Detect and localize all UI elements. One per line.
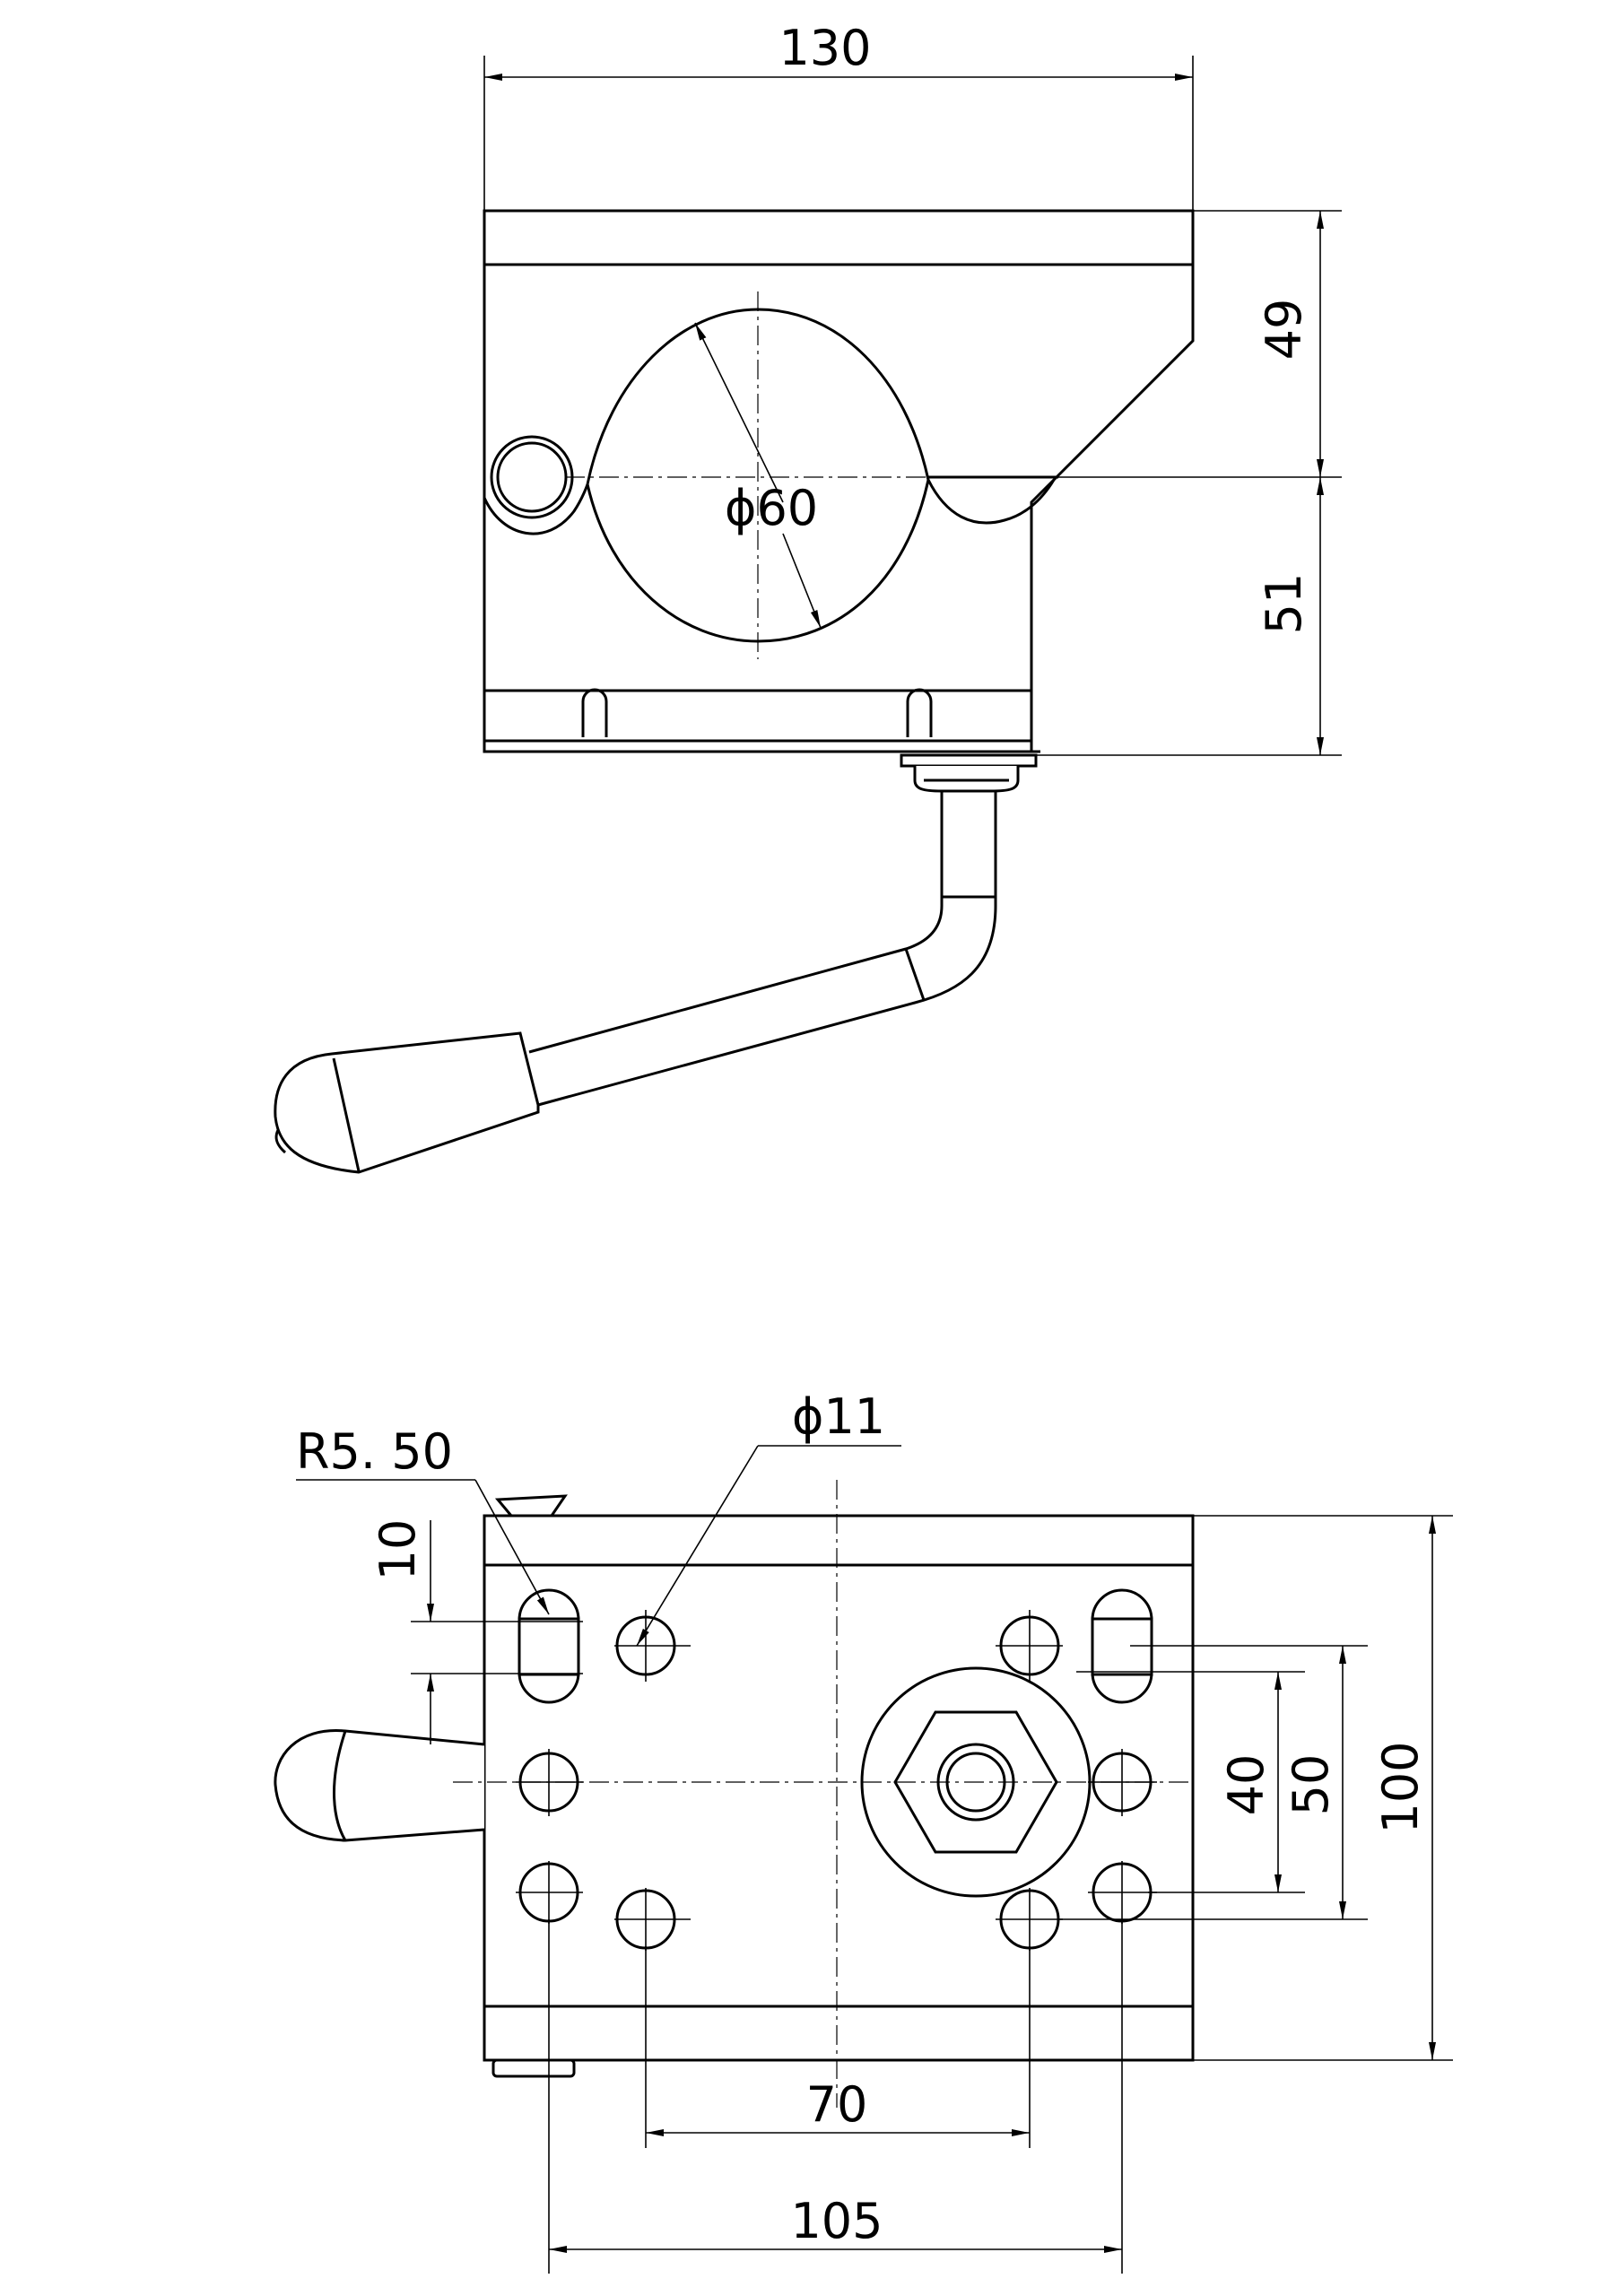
lock-pin-inner: [496, 441, 568, 513]
clamp-body-outline: [483, 209, 1195, 753]
bottom-tab: [491, 2058, 576, 2078]
dim-50-label: 50: [1283, 1754, 1339, 1816]
bore-outline: [586, 308, 1056, 525]
dim-10-label: 10: [370, 1519, 426, 1581]
dim-r550-label: R5. 50: [296, 1423, 453, 1480]
lock-pin-outer: [490, 435, 574, 519]
dimension-bore-diameter: ϕ60: [694, 322, 822, 629]
dimension-vertical-spacings: 40 50 100: [1058, 1515, 1453, 2061]
slot-left: [518, 1588, 580, 1704]
top-view: 130 49 51 ϕ60: [274, 20, 1342, 1174]
dim-phi11-label: ϕ11: [792, 1388, 885, 1445]
bottom-view: R5. 50 ϕ11 10 40 50: [274, 1388, 1453, 2274]
top-tab: [494, 1494, 568, 1518]
side-handle: [274, 1729, 485, 1842]
dimension-horizontal-spacings: 70 105: [548, 1919, 1123, 2274]
dimension-heights: 49 51: [942, 210, 1342, 756]
hole-diameter-callout: ϕ11: [636, 1388, 901, 1647]
base-outline: [483, 1514, 1195, 2062]
dim-130-label: 130: [779, 20, 871, 76]
dim-105-label: 105: [790, 2193, 883, 2249]
dimension-slot-length: 10: [370, 1519, 583, 1744]
slot-radius-callout: R5. 50: [296, 1423, 550, 1615]
dim-70-label: 70: [806, 2076, 868, 2133]
lever-handle: [274, 753, 1038, 1174]
lever-notch: [483, 483, 589, 535]
side-handle-ring: [333, 1730, 347, 1841]
bottom-slot-left: [581, 688, 608, 737]
dim-100-label: 100: [1372, 1741, 1429, 1833]
dim-phi60-label: ϕ60: [725, 480, 818, 536]
dimension-width: 130: [483, 20, 1194, 211]
bottom-slot-right: [906, 688, 933, 737]
dim-49-label: 49: [1256, 299, 1312, 361]
dim-40-label: 40: [1218, 1754, 1274, 1816]
dim-51-label: 51: [1256, 573, 1312, 635]
